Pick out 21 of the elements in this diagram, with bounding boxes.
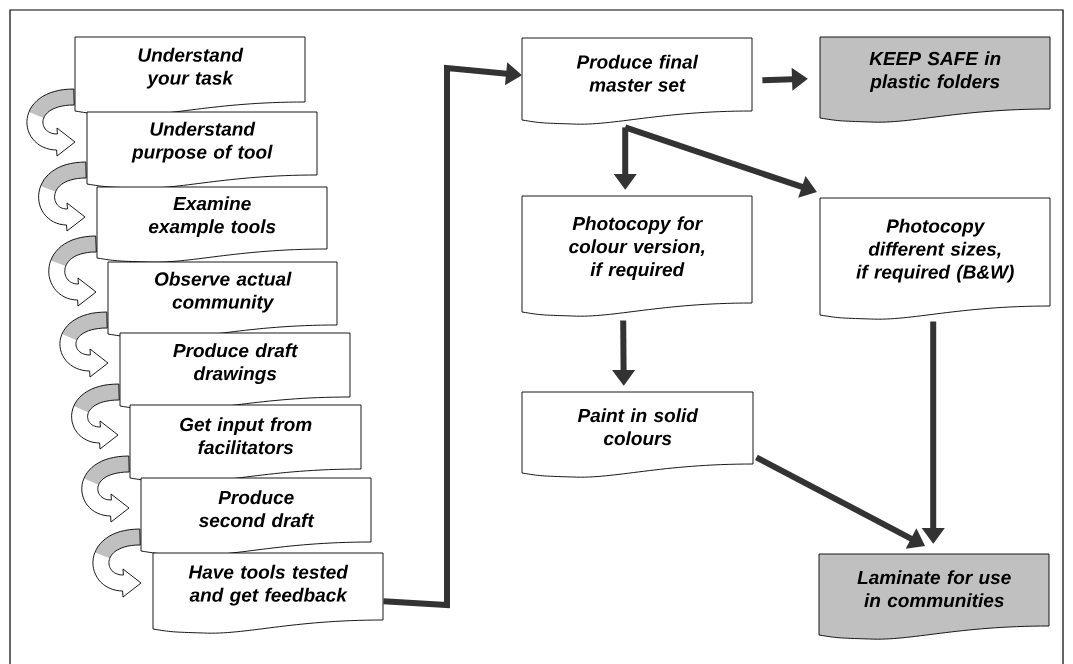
curved-arrow xyxy=(92,528,142,598)
document-box: Get input from facilitators xyxy=(129,404,362,483)
curved-arrow xyxy=(71,383,120,450)
curved-arrow xyxy=(38,161,87,232)
document-box: Produce second draft xyxy=(140,477,372,556)
document-box: Understand purpose of tool xyxy=(86,111,318,189)
document-box: Produce final master set xyxy=(521,37,753,125)
document-box: Produce draft drawings xyxy=(119,332,351,411)
document-box: Laminate for use in communities xyxy=(818,553,1050,640)
document-box: Examine example tools xyxy=(96,186,328,263)
document-box: Observe actual community xyxy=(107,261,338,339)
curved-arrow xyxy=(59,311,109,378)
document-box: Photocopy different sizes, if required (B&W) xyxy=(819,197,1051,320)
document-box: Have tools tested and get feedback xyxy=(152,552,384,634)
document-box: Photocopy for colour version, if required xyxy=(521,195,753,317)
document-box: KEEP SAFE in plastic folders xyxy=(819,36,1051,123)
curved-arrow xyxy=(81,455,130,523)
curved-arrow xyxy=(26,88,76,157)
curved-arrow xyxy=(48,235,97,307)
document-box: Understand your task xyxy=(74,36,306,116)
document-box: Paint in solid colours xyxy=(521,391,754,478)
